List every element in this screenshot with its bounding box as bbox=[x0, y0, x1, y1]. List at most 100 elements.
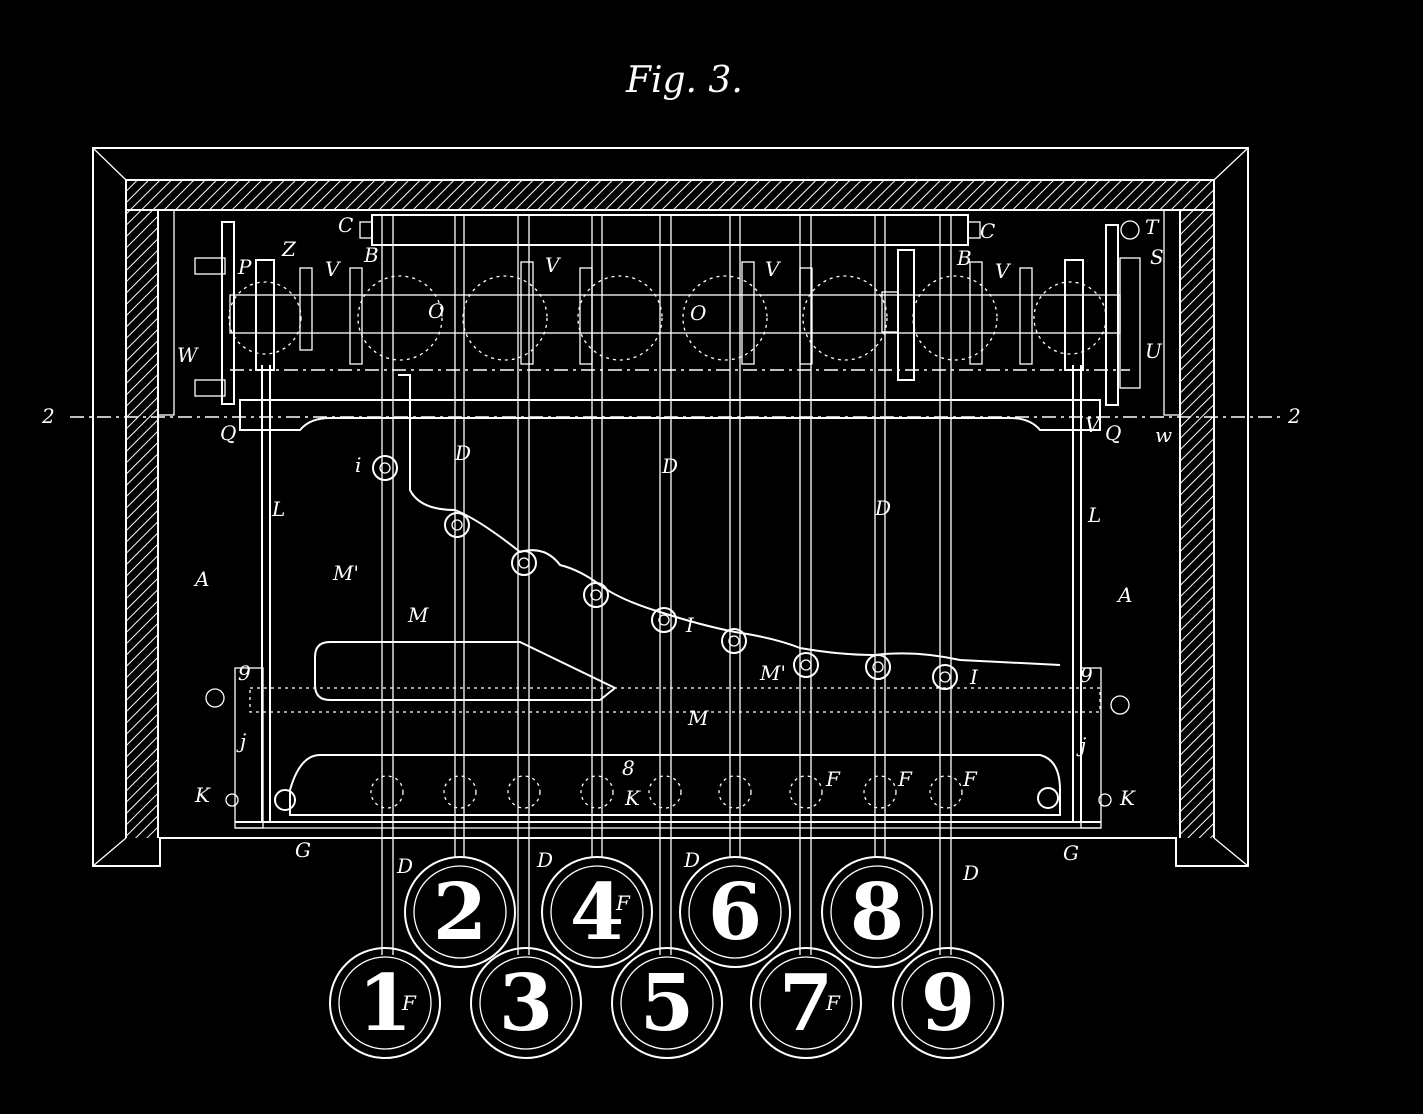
label-g-right: G bbox=[1063, 841, 1079, 865]
label-o-2: O bbox=[690, 301, 706, 325]
label-d-6: D bbox=[683, 848, 700, 872]
label-f-3: F bbox=[962, 767, 978, 791]
key-4: 4 F bbox=[541, 856, 653, 968]
left-side-plate bbox=[221, 221, 235, 405]
top-wall-section bbox=[126, 180, 1214, 210]
label-w-right: w bbox=[1155, 423, 1172, 447]
key-8: 8 bbox=[821, 856, 933, 968]
label-i-lower: i bbox=[355, 453, 361, 477]
label-b-left: B bbox=[363, 243, 379, 267]
label-v-2: V bbox=[545, 253, 562, 277]
label-v-4: V bbox=[995, 259, 1012, 283]
bevel-wheels bbox=[299, 261, 1033, 365]
key-6: 6 bbox=[679, 856, 791, 968]
right-wall-plate bbox=[1163, 209, 1181, 416]
key-1-mark: F bbox=[401, 991, 417, 1015]
label-l-right: L bbox=[1087, 503, 1101, 527]
label-v-1: V bbox=[325, 257, 342, 281]
label-9-left: 9 bbox=[238, 661, 251, 685]
top-bar bbox=[371, 214, 969, 246]
label-8: 8 bbox=[622, 756, 635, 780]
label-j-right: j bbox=[1076, 733, 1086, 757]
key-7-number: 7 bbox=[779, 958, 833, 1049]
key-5-number: 5 bbox=[640, 958, 694, 1049]
label-d-7: D bbox=[962, 861, 979, 885]
label-o-1: O bbox=[428, 299, 444, 323]
label-q-right: Q bbox=[1105, 421, 1121, 445]
label-k-center: K bbox=[624, 786, 641, 810]
key-6-number: 6 bbox=[708, 867, 762, 958]
label-v-3: V bbox=[765, 257, 782, 281]
section-mark-left: 2 bbox=[41, 404, 55, 428]
key-frame bbox=[234, 365, 1102, 829]
key-3-number: 3 bbox=[499, 958, 553, 1049]
label-q-left: Q bbox=[220, 421, 236, 445]
key-9-number: 9 bbox=[921, 958, 975, 1049]
label-k-right: K bbox=[1119, 786, 1136, 810]
key-1: 1 F bbox=[329, 947, 441, 1059]
key-7-mark: F bbox=[825, 991, 841, 1015]
key-stems bbox=[370, 215, 963, 955]
label-9-right: 9 bbox=[1080, 663, 1093, 687]
label-d-4: D bbox=[396, 854, 413, 878]
slot-plate bbox=[314, 641, 617, 701]
label-i-2: I bbox=[969, 665, 979, 689]
key-4-number: 4 bbox=[570, 867, 624, 958]
label-k-left: K bbox=[194, 783, 211, 807]
right-wall-section bbox=[1180, 210, 1214, 838]
key-2: 2 bbox=[404, 856, 516, 968]
label-d-3: D bbox=[874, 496, 891, 520]
label-b-right: B bbox=[956, 246, 972, 270]
key-9: 9 bbox=[892, 947, 1004, 1059]
reference-labels: A A B B C C D D D D D D D G G i I I j j … bbox=[177, 213, 1172, 885]
label-d-2: D bbox=[661, 454, 678, 478]
label-a-right: A bbox=[1116, 583, 1132, 607]
label-m1-2: M' bbox=[759, 661, 786, 685]
screws bbox=[205, 220, 1140, 807]
label-m-2: M bbox=[687, 706, 709, 730]
counter-discs bbox=[228, 275, 1107, 361]
key-2-number: 2 bbox=[433, 867, 487, 958]
cross-bar bbox=[239, 399, 1101, 431]
key-3: 3 bbox=[470, 947, 582, 1059]
counter-shaft bbox=[229, 294, 1121, 334]
key-5: 5 bbox=[611, 947, 723, 1059]
transfer-gear bbox=[897, 249, 915, 381]
figure-title: Fig. 3. bbox=[625, 60, 743, 101]
key-7: 7 F bbox=[750, 947, 862, 1059]
key-1-number: 1 bbox=[358, 958, 412, 1049]
label-u: U bbox=[1145, 339, 1163, 363]
label-a-left: A bbox=[193, 567, 209, 591]
label-p: P bbox=[237, 255, 252, 279]
label-f-1: F bbox=[825, 767, 841, 791]
bottom-bar bbox=[289, 754, 1061, 816]
stem-rollers bbox=[372, 455, 958, 690]
counter-mechanism bbox=[194, 214, 1141, 431]
label-g-left: G bbox=[295, 838, 311, 862]
key-8-number: 8 bbox=[850, 867, 904, 958]
number-keys: 1 F 2 3 4 F 5 6 7 bbox=[329, 856, 1004, 1059]
label-d-1: D bbox=[454, 441, 471, 465]
left-wall-section bbox=[126, 210, 158, 838]
label-f-2: F bbox=[897, 767, 913, 791]
label-m-1: M bbox=[407, 603, 429, 627]
label-w-left: W bbox=[177, 343, 199, 367]
stem-springs bbox=[370, 775, 963, 809]
stepped-cam bbox=[398, 374, 1061, 666]
right-side-plate bbox=[1105, 224, 1119, 406]
label-c-left: C bbox=[338, 213, 353, 237]
label-t: T bbox=[1145, 215, 1160, 239]
left-wall-plate bbox=[157, 209, 175, 416]
label-m1-1: M' bbox=[332, 561, 359, 585]
key-4-mark: F bbox=[615, 891, 631, 915]
section-mark-right: 2 bbox=[1287, 404, 1301, 428]
left-gear bbox=[255, 259, 275, 371]
label-z: Z bbox=[281, 237, 297, 261]
label-c-right: C bbox=[980, 219, 995, 243]
label-i-1: I bbox=[685, 613, 695, 637]
label-l-left: L bbox=[271, 497, 285, 521]
label-v-5: V bbox=[1085, 413, 1102, 437]
label-d-5: D bbox=[536, 848, 553, 872]
label-s: S bbox=[1150, 245, 1164, 269]
